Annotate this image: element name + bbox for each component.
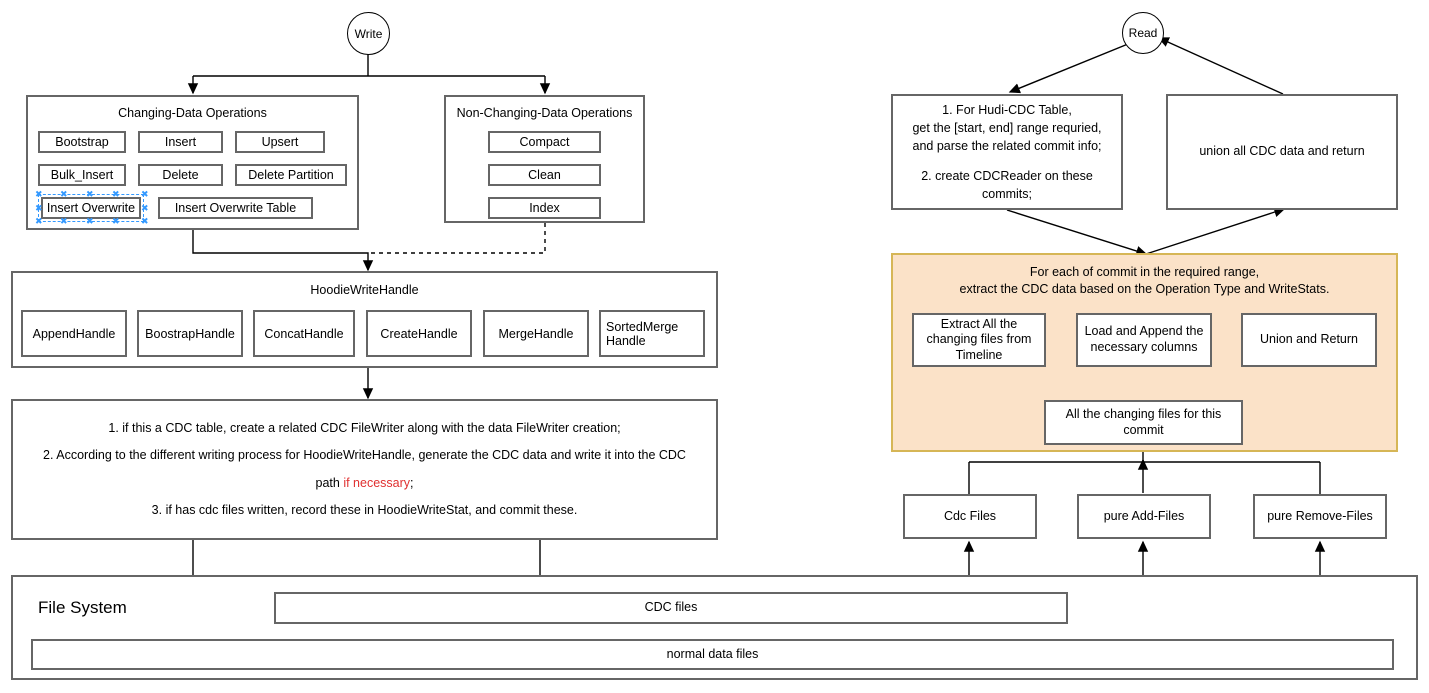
pure-add-files-label: pure Add-Files [1103,508,1185,523]
read-step1-line4: 2. create CDCReader on these [921,168,1093,183]
op-upsert[interactable]: Upsert [235,131,325,153]
selection-handle-icon[interactable]: ✖ [86,216,94,226]
handle-label: MergeHandle [498,326,574,341]
read-step1-line5: commits; [982,186,1032,201]
op-bulk-insert[interactable]: Bulk_Insert [38,164,126,186]
op-label: Bootstrap [55,135,109,149]
write-start-label: Write [354,26,383,41]
write-note-2-emphasis: if necessary [343,475,411,490]
op-bootstrap[interactable]: Bootstrap [38,131,126,153]
op-insert[interactable]: Insert [138,131,223,153]
changing-data-operations-title: Changing-Data Operations [118,106,267,120]
op-insert-overwrite-table[interactable]: Insert Overwrite Table [158,197,313,219]
write-notes-box[interactable]: 1. if this a CDC table, create a related… [11,399,718,540]
normal-data-files-bar[interactable]: normal data files [31,639,1394,670]
cdc-extract-panel-caption: For each of commit in the required range… [893,264,1396,298]
handle-sorted-merge[interactable]: SortedMerge Handle [599,310,705,357]
op-index[interactable]: Index [488,197,601,219]
normal-data-files-label: normal data files [666,646,759,661]
non-changing-data-operations-title: Non-Changing-Data Operations [456,106,633,120]
union-and-return-box[interactable]: Union and Return [1241,313,1377,367]
handle-concat[interactable]: ConcatHandle [253,310,355,357]
op-clean[interactable]: Clean [488,164,601,186]
union-and-return-label: Union and Return [1260,332,1358,347]
selection-handle-icon[interactable]: ✖ [112,189,120,199]
cdc-files-box[interactable]: Cdc Files [903,494,1037,539]
panel-caption-line1: For each of commit in the required range… [1029,265,1260,279]
pure-remove-files-box[interactable]: pure Remove-Files [1253,494,1387,539]
all-changing-files-commit-box[interactable]: All the changing files for this commit [1044,400,1243,445]
cdc-files-bar[interactable]: CDC files [274,592,1068,624]
selection-handle-icon[interactable]: ✖ [141,203,149,213]
union-all-cdc-label: union all CDC data and return [1199,144,1365,159]
extract-changing-files-label: Extract All the changing files from Time… [926,316,1032,362]
op-insert-overwrite-selected[interactable]: Insert Overwrite [41,197,141,219]
selection-handle-icon[interactable]: ✖ [112,216,120,226]
op-label: Insert Overwrite Table [174,201,297,215]
selection-handle-icon[interactable]: ✖ [141,189,149,199]
handle-label: ConcatHandle [264,326,344,341]
selection-handle-icon[interactable]: ✖ [86,189,94,199]
write-note-1: 1. if this a CDC table, create a related… [108,420,621,435]
handle-label: AppendHandle [32,326,116,341]
pure-add-files-box[interactable]: pure Add-Files [1077,494,1211,539]
read-start-node[interactable]: Read [1122,12,1164,54]
handle-create[interactable]: CreateHandle [366,310,472,357]
handle-merge[interactable]: MergeHandle [483,310,589,357]
pure-remove-files-label: pure Remove-Files [1267,508,1373,523]
load-append-columns-label: Load and Append the necessary columns [1084,324,1204,354]
op-label: Insert [164,135,197,149]
op-delete-partition[interactable]: Delete Partition [235,164,347,186]
handle-boostrap[interactable]: BoostrapHandle [137,310,243,357]
write-note-2-text-a: 2. According to the different writing pr… [43,448,686,462]
read-step1-line1: 1. For Hudi-CDC Table, [942,103,1072,118]
op-delete[interactable]: Delete [138,164,223,186]
handle-label: CreateHandle [380,326,458,341]
op-label: Clean [528,168,561,182]
panel-caption-line2: extract the CDC data based on the Operat… [959,281,1330,296]
selection-handle-icon[interactable]: ✖ [35,189,43,199]
hoodie-write-handle-title: HoodieWriteHandle [310,283,419,297]
selection-handle-icon[interactable]: ✖ [60,216,68,226]
op-label: Delete [162,168,199,182]
cdc-files-label: CDC files [644,600,698,615]
write-note-2-text-b: path [315,475,344,490]
file-system-label: File System [38,598,127,617]
write-note-2-text-c: ; [410,475,414,490]
union-all-cdc-box[interactable]: union all CDC data and return [1166,94,1398,210]
all-changing-files-commit-label: All the changing files for this commit [1065,406,1222,437]
op-compact[interactable]: Compact [488,131,601,153]
selection-handle-icon[interactable]: ✖ [60,189,68,199]
selection-handle-icon[interactable]: ✖ [35,216,43,226]
write-start-node[interactable]: Write [347,12,390,55]
read-start-label: Read [1128,26,1158,40]
read-step1-line3: and parse the related commit info; [912,139,1102,154]
write-note-2: 2. According to the different writing pr… [43,442,686,497]
read-step1-box[interactable]: 1. For Hudi-CDC Table, get the [start, e… [891,94,1123,210]
selection-handle-icon[interactable]: ✖ [35,203,43,213]
handle-append[interactable]: AppendHandle [21,310,127,357]
handle-label: BoostrapHandle [145,326,235,341]
handle-label: SortedMerge Handle [606,319,679,348]
selection-handle-icon[interactable]: ✖ [141,216,149,226]
write-note-3: 3. if has cdc files written, record thes… [151,503,578,517]
op-label: Index [529,201,560,215]
op-label: Insert Overwrite [46,201,136,215]
read-step1-line2: get the [start, end] range requried, [912,121,1102,136]
op-label: Bulk_Insert [50,168,114,182]
extract-changing-files-box[interactable]: Extract All the changing files from Time… [912,313,1046,367]
load-append-columns-box[interactable]: Load and Append the necessary columns [1076,313,1212,367]
selection-outline [38,194,144,222]
op-label: Delete Partition [248,168,334,182]
cdc-files-box-label: Cdc Files [943,508,997,523]
op-label: Upsert [261,135,299,149]
op-label: Compact [519,135,570,149]
